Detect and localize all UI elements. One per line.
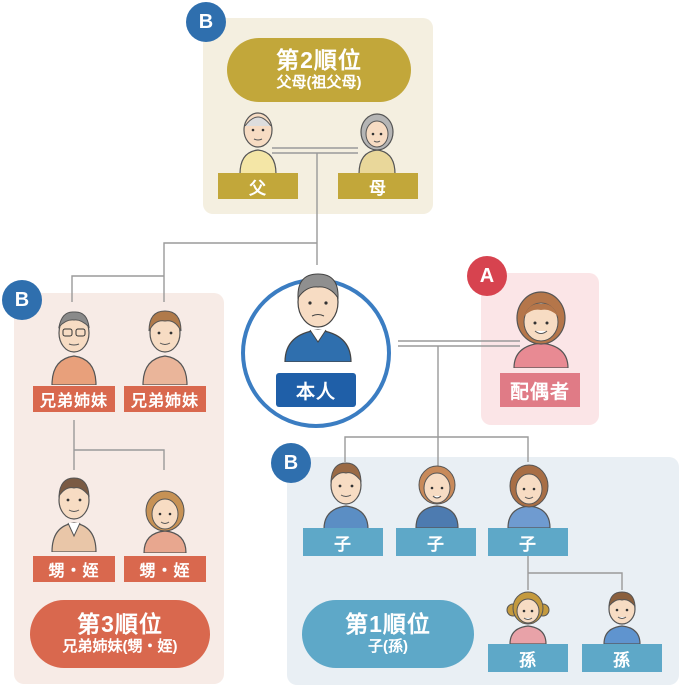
rank2-pill: 第2順位 父母(祖父母)	[227, 38, 411, 102]
badge-a-spouse: A	[467, 256, 507, 296]
rank1-pill: 第1順位 子(孫)	[302, 600, 474, 668]
rank3-pill: 第3順位 兄弟姉妹(甥・姪)	[30, 600, 210, 668]
rank3-subtitle: 兄弟姉妹(甥・姪)	[62, 638, 178, 655]
child1-avatar	[323, 462, 369, 529]
niece-avatar	[143, 490, 187, 553]
sibling1-avatar	[51, 311, 97, 385]
nephew1-avatar	[51, 477, 97, 552]
nephew1-label: 甥・姪	[33, 556, 115, 582]
child3-label: 子	[488, 528, 568, 556]
grandmother-avatar	[358, 113, 396, 174]
child2-label: 子	[396, 528, 476, 556]
child3-avatar	[507, 464, 551, 528]
child1-label: 子	[303, 528, 383, 556]
grandfather-avatar	[239, 112, 277, 174]
grandchild2-avatar	[603, 591, 641, 644]
spouse-avatar	[513, 291, 569, 368]
spouse-label: 配偶者	[500, 373, 580, 407]
child2-avatar	[415, 465, 459, 528]
sibling1-label: 兄弟姉妹	[33, 386, 115, 412]
grandchild1-label: 孫	[488, 644, 568, 672]
nephew2-label: 甥・姪	[124, 556, 206, 582]
badge-b-children: B	[271, 443, 311, 483]
grandchild2-label: 孫	[582, 644, 662, 672]
rank2-subtitle: 父母(祖父母)	[276, 74, 362, 91]
mother-label: 母	[338, 173, 418, 199]
grandchild1-avatar	[506, 591, 550, 644]
self-avatar	[284, 273, 352, 362]
sibling2-label: 兄弟姉妹	[124, 386, 206, 412]
rank1-title: 第1順位	[345, 611, 431, 637]
father-label: 父	[218, 173, 298, 199]
badge-b-siblings: B	[2, 280, 42, 320]
self-label: 本人	[276, 373, 356, 407]
sibling2-avatar	[142, 310, 188, 385]
badge-b-parents: B	[186, 2, 226, 42]
rank1-subtitle: 子(孫)	[368, 638, 408, 655]
rank2-title: 第2順位	[276, 47, 362, 73]
rank3-title: 第3順位	[77, 611, 163, 637]
